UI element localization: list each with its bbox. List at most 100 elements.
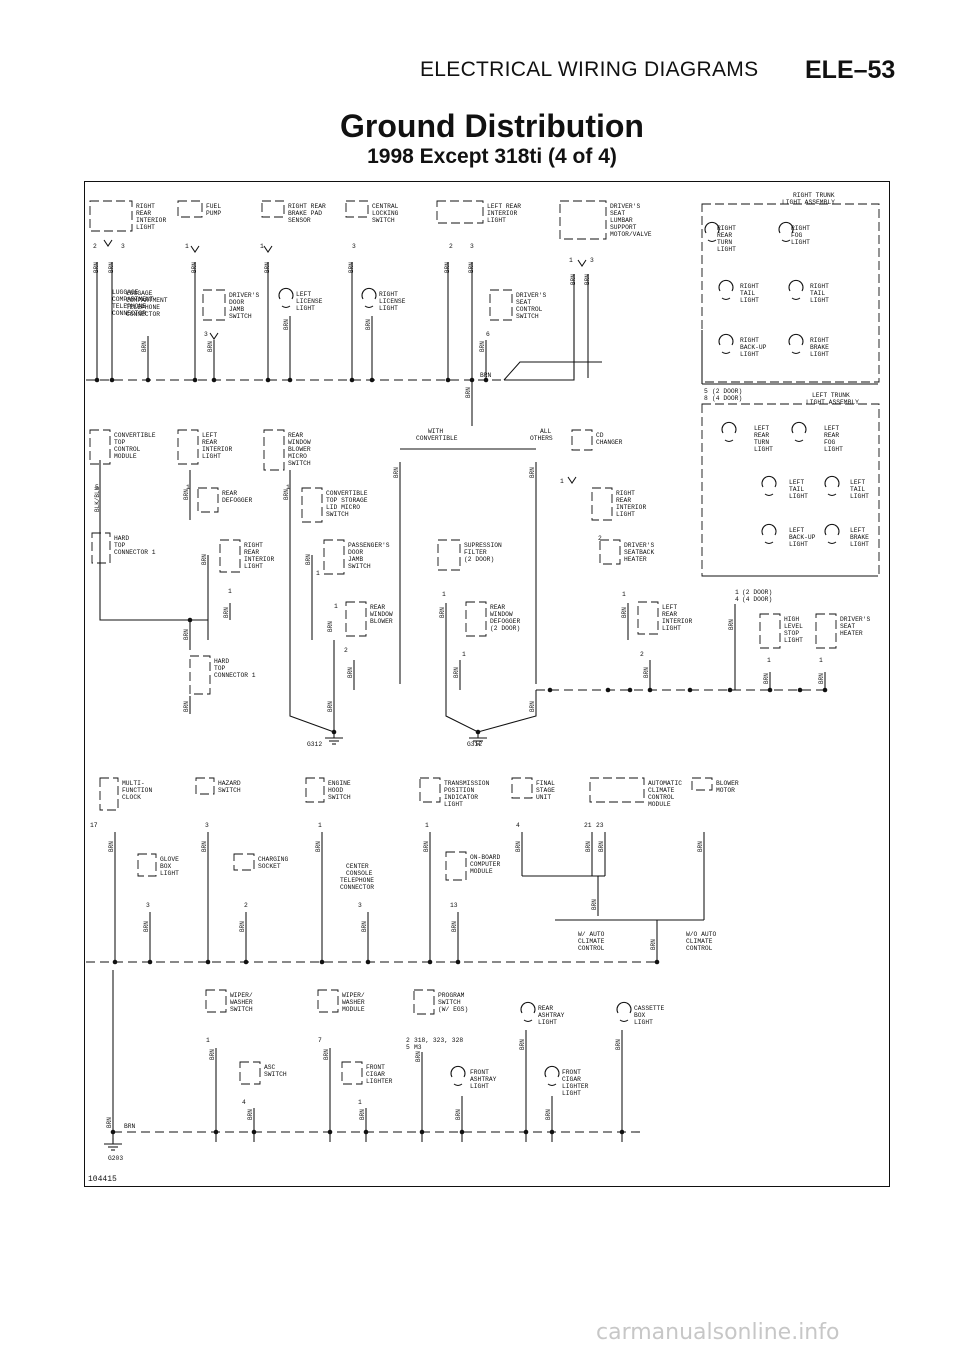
component-c32-label: LIGHT bbox=[824, 446, 843, 453]
splice-dot bbox=[287, 377, 293, 383]
pin-number: 3 bbox=[470, 243, 474, 250]
lamp-bulb-icon bbox=[523, 1019, 533, 1023]
wire-path bbox=[504, 300, 575, 381]
pin-number: 13 bbox=[450, 902, 458, 909]
lamp-bulb-icon bbox=[707, 239, 717, 243]
wire-color-label: BRN bbox=[621, 607, 628, 618]
pin-number: 1 bbox=[228, 588, 232, 595]
connector-pin-icon bbox=[103, 239, 113, 247]
wire-color-label: BRN bbox=[283, 489, 290, 500]
pin-number: 2 bbox=[344, 647, 348, 654]
splice-dot bbox=[369, 377, 375, 383]
component-c11-label: SWITCH bbox=[516, 313, 539, 320]
component-c67-outline bbox=[341, 1061, 363, 1085]
component-c5-label: LEFT REAR bbox=[487, 203, 521, 210]
component-c48-label: FUNCTION bbox=[122, 787, 152, 794]
component-c8-label: SWITCH bbox=[229, 313, 252, 320]
component-c29-label: TOP STORAGE bbox=[326, 497, 368, 504]
component-c52-label: FINAL bbox=[536, 780, 555, 787]
ground-label: G312 bbox=[307, 741, 322, 748]
component-c28-outline bbox=[197, 487, 219, 513]
component-c7-label: TELEPHONE bbox=[112, 303, 146, 310]
pin-number: 3 bbox=[352, 243, 356, 250]
component-c28-label: DEFOGGER bbox=[222, 497, 252, 504]
lamp-bulb-icon bbox=[764, 493, 774, 497]
splice-dot bbox=[213, 1129, 219, 1135]
component-c44-label: REAR bbox=[662, 611, 677, 618]
component-c24-label: BLOWER bbox=[288, 446, 311, 453]
component-c51-outline bbox=[419, 777, 441, 803]
pin-number: 2 bbox=[406, 1037, 410, 1044]
component-c43-outline bbox=[465, 601, 487, 637]
splice-dot bbox=[419, 1129, 425, 1135]
component-c11-label: DRIVER'S bbox=[516, 292, 546, 299]
component-c16-label: TAIL bbox=[810, 290, 825, 297]
component-c29-label: CONVERTIBLE bbox=[326, 490, 368, 497]
component-c24-label: SWITCH bbox=[288, 460, 311, 467]
component-c26-label: ALL bbox=[540, 428, 552, 435]
component-c53-label: AUTOMATIC bbox=[648, 780, 682, 787]
component-c32-label: LEFT bbox=[824, 425, 839, 432]
component-c55-label: BOX bbox=[160, 863, 172, 870]
pin-number: 23 bbox=[596, 822, 604, 829]
splice-dot bbox=[445, 377, 451, 383]
pin-number: 2 bbox=[449, 243, 453, 250]
component-c63-label: (W/ EGS) bbox=[438, 1006, 468, 1013]
pin-number: 1 bbox=[735, 589, 739, 596]
component-c57-label: CENTER bbox=[346, 863, 369, 870]
pin-number: 4 bbox=[242, 1099, 246, 1106]
wire-color-label: BRN bbox=[365, 319, 372, 330]
wire-color-label: BRN bbox=[124, 1123, 136, 1130]
component-c30-label: INTERIOR bbox=[616, 504, 646, 511]
component-c52-outline bbox=[511, 777, 533, 799]
component-c69-label: FRONT bbox=[562, 1069, 581, 1076]
component-c41-label: LEFT bbox=[850, 527, 865, 534]
component-c23-label: INTERIOR bbox=[202, 446, 232, 453]
component-c40-label: LEFT bbox=[789, 527, 804, 534]
component-c3-label: SENSOR bbox=[288, 217, 311, 224]
component-c65-label: CASSETTE bbox=[634, 1005, 664, 1012]
component-c31-label: REAR bbox=[754, 432, 769, 439]
pin-number: 2 bbox=[244, 902, 248, 909]
wire-color-label: BRN bbox=[479, 341, 486, 352]
component-c19-label: (2 DOOR) bbox=[712, 388, 742, 395]
component-c41-label: LIGHT bbox=[850, 541, 869, 548]
component-c11-label: SEAT bbox=[516, 299, 531, 306]
page-number: ELE–53 bbox=[805, 56, 896, 84]
component-c64-label: REAR bbox=[538, 1005, 553, 1012]
component-c9-label: LIGHT bbox=[296, 305, 315, 312]
component-c36-label: INTERIOR bbox=[244, 556, 274, 563]
component-c62-label: WASHER bbox=[342, 999, 365, 1006]
lamp-bulb-icon bbox=[791, 351, 801, 355]
component-c23-outline bbox=[177, 429, 199, 465]
component-c30-label: RIGHT bbox=[616, 490, 635, 497]
component-c63-outline bbox=[413, 989, 435, 1015]
component-c67-label: LIGHTER bbox=[366, 1078, 393, 1085]
component-c5-label: INTERIOR bbox=[487, 210, 517, 217]
component-c34-label: TAIL bbox=[850, 486, 865, 493]
component-c22-label: CONVERTIBLE bbox=[114, 432, 156, 439]
component-c56-label: SOCKET bbox=[258, 863, 281, 870]
component-c21-label: LIGHT ASSEMBLY bbox=[806, 399, 859, 406]
component-c6-outline bbox=[559, 200, 607, 240]
wire-color-label: BRN bbox=[108, 841, 115, 852]
lamp-bulb-icon bbox=[278, 287, 294, 300]
lamp-bulb-icon bbox=[704, 221, 720, 234]
lamp-bulb-icon bbox=[619, 1019, 629, 1023]
splice-dot bbox=[547, 687, 553, 693]
component-c43-label: (2 DOOR) bbox=[490, 625, 520, 632]
component-c45-label: LIGHT bbox=[784, 637, 803, 644]
component-c32-label: REAR bbox=[824, 432, 839, 439]
component-c23-label: LEFT bbox=[202, 432, 217, 439]
component-c17-label: LIGHT bbox=[740, 351, 759, 358]
component-c35-label: CONNECTOR 1 bbox=[114, 549, 156, 556]
lamp-bulb-icon bbox=[547, 1083, 557, 1087]
wire-color-label: BRN bbox=[201, 554, 208, 565]
pin-number: 2 bbox=[93, 243, 97, 250]
component-c36-label: REAR bbox=[244, 549, 259, 556]
splice-dot bbox=[822, 687, 828, 693]
lamp-bulb-icon bbox=[364, 305, 374, 309]
pin-number: 4 bbox=[516, 822, 520, 829]
pin-number: 1 bbox=[286, 484, 290, 491]
component-c41-label: BRAKE bbox=[850, 534, 869, 541]
